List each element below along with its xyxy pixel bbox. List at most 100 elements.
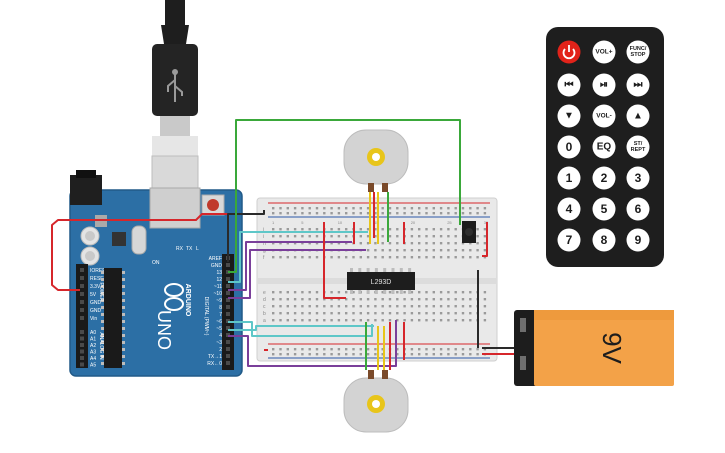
remote-key-eq[interactable]: EQ bbox=[592, 135, 616, 159]
battery-9v: 9V bbox=[514, 310, 674, 386]
analog-label: ANALOG IN bbox=[98, 332, 104, 360]
wire-purple-low bbox=[228, 320, 397, 367]
remote-key-seven[interactable]: 7 bbox=[557, 228, 581, 252]
pin-label: ~3 bbox=[216, 340, 222, 346]
remote-key-func-stop[interactable]: FUNC/STOP bbox=[626, 40, 650, 64]
header-pin[interactable] bbox=[80, 292, 84, 296]
pin-label: A4 bbox=[90, 356, 96, 362]
reset-button[interactable] bbox=[207, 199, 219, 211]
remote-key-four[interactable]: 4 bbox=[557, 197, 581, 221]
remote-key-up[interactable]: ▲ bbox=[626, 104, 650, 128]
remote-key-down[interactable]: ▼ bbox=[557, 104, 581, 128]
remote-key-play-pause[interactable]: ⏯ bbox=[592, 73, 616, 97]
header-pin[interactable] bbox=[226, 291, 230, 295]
header-pin[interactable] bbox=[226, 298, 230, 302]
remote-key-six[interactable]: 6 bbox=[626, 197, 650, 221]
pin-label: ~6 bbox=[216, 319, 222, 325]
row-letter: i bbox=[263, 234, 264, 240]
dc-motor-bottom bbox=[343, 370, 409, 433]
remote-key-label: ⏭ bbox=[634, 80, 643, 91]
header-pin[interactable] bbox=[226, 277, 230, 281]
remote-key-two[interactable]: 2 bbox=[592, 166, 616, 190]
remote-key-zero[interactable]: 0 bbox=[557, 135, 581, 159]
remote-key-five[interactable]: 5 bbox=[592, 197, 616, 221]
pin-label: 12 bbox=[216, 277, 222, 283]
pin-label: GND bbox=[90, 300, 102, 306]
header-pin[interactable] bbox=[80, 316, 84, 320]
wire-cyan-5 bbox=[228, 325, 374, 331]
remote-key-st-rept[interactable]: ST/REPT bbox=[626, 135, 650, 159]
wire-red-5v bbox=[51, 213, 264, 291]
header-pin[interactable] bbox=[226, 347, 230, 351]
header-pin[interactable] bbox=[80, 276, 84, 280]
wire-purple-9 bbox=[228, 249, 366, 299]
wire-red-bb-vcc bbox=[323, 222, 346, 299]
header-pin[interactable] bbox=[80, 343, 84, 347]
remote-key-label: ▼ bbox=[564, 111, 574, 122]
remote-key-three[interactable]: 3 bbox=[626, 166, 650, 190]
ir-receiver bbox=[462, 221, 476, 243]
header-pin[interactable] bbox=[226, 284, 230, 288]
remote-key-label: 4 bbox=[566, 202, 573, 216]
header-pin[interactable] bbox=[80, 330, 84, 334]
power-label: POWER bbox=[98, 283, 104, 302]
remote-key-label: VOL- bbox=[596, 113, 612, 120]
col-number: 10 bbox=[338, 220, 343, 225]
wire-cyan-6 bbox=[228, 321, 373, 337]
pin-label: A3 bbox=[90, 350, 96, 356]
header-pin[interactable] bbox=[80, 308, 84, 312]
pin-label: ~9 bbox=[216, 298, 222, 304]
header-pin[interactable] bbox=[226, 361, 230, 365]
remote-key-eight[interactable]: 8 bbox=[592, 228, 616, 252]
remote-key-vol-minus[interactable]: VOL- bbox=[592, 104, 616, 128]
pin-label: 7 bbox=[219, 312, 222, 318]
header-pin[interactable] bbox=[226, 263, 230, 267]
header-pin[interactable] bbox=[226, 326, 230, 330]
remote-key-next[interactable]: ⏭ bbox=[626, 73, 650, 97]
col-number: 5 bbox=[301, 220, 304, 225]
header-pin[interactable] bbox=[80, 336, 84, 341]
header-pin[interactable] bbox=[80, 268, 84, 272]
header-pin[interactable] bbox=[226, 354, 230, 358]
remote-key-power[interactable] bbox=[557, 40, 581, 64]
row-letter: j bbox=[262, 227, 264, 233]
remote-key-label: 5 bbox=[601, 202, 608, 216]
pin-label: GND bbox=[211, 263, 223, 269]
pin-label: ~11 bbox=[214, 284, 222, 290]
remote-key-label: 8 bbox=[601, 233, 608, 247]
dc-jack bbox=[70, 175, 102, 205]
dc-motor-top bbox=[343, 129, 409, 192]
header-pin[interactable] bbox=[80, 362, 84, 367]
header-pin[interactable] bbox=[80, 284, 84, 288]
wire-red-right bbox=[482, 222, 488, 257]
arduino-model: UNO bbox=[154, 310, 174, 350]
pin-label: RESET bbox=[90, 276, 107, 282]
remote-key-nine[interactable]: 9 bbox=[626, 228, 650, 252]
col-number: 25 bbox=[447, 220, 452, 225]
row-letter: b bbox=[263, 311, 266, 317]
l293d-chip: L293D bbox=[347, 268, 415, 294]
pin-label: 5V bbox=[90, 292, 97, 298]
header-pin[interactable] bbox=[80, 356, 84, 360]
pin-label: RX←0 bbox=[207, 361, 222, 367]
header-pin[interactable] bbox=[226, 312, 230, 316]
header-pin[interactable] bbox=[226, 340, 230, 344]
pin-label: Vin bbox=[90, 316, 97, 322]
header-pin[interactable] bbox=[80, 300, 84, 304]
pin-label: A1 bbox=[90, 337, 96, 343]
header-pin[interactable] bbox=[80, 349, 84, 354]
wire-green-ir bbox=[228, 119, 461, 273]
remote-key-one[interactable]: 1 bbox=[557, 166, 581, 190]
header-pin[interactable] bbox=[226, 305, 230, 309]
remote-key-vol-plus[interactable]: VOL+ bbox=[592, 40, 616, 64]
usb-icon bbox=[167, 74, 183, 102]
remote-key-prev[interactable]: ⏮ bbox=[557, 73, 581, 97]
row-letter: f bbox=[263, 255, 265, 261]
l-label: L bbox=[196, 246, 199, 252]
remote-key-label: 6 bbox=[635, 202, 642, 216]
remote-key-label: 3 bbox=[635, 171, 642, 185]
col-number: 1 bbox=[272, 220, 275, 225]
row-letter: h bbox=[263, 241, 266, 247]
remote-key-label: 7 bbox=[566, 233, 573, 247]
